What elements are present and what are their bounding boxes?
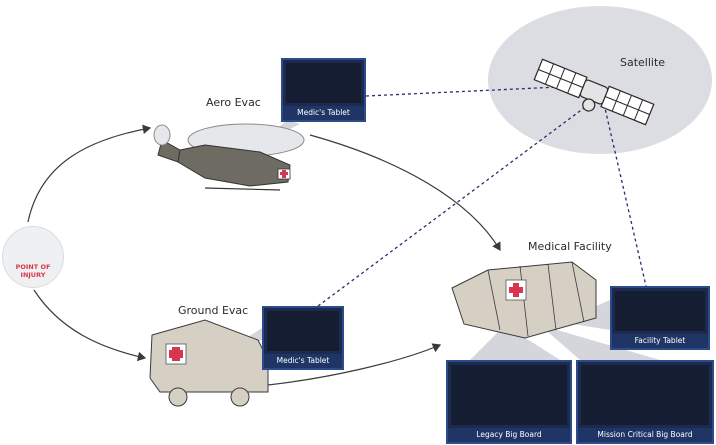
arrow-poi-to-aero xyxy=(27,124,152,223)
aero-evac-label: Aero Evac xyxy=(206,96,261,109)
arrow-poi-to-ground xyxy=(33,289,147,362)
legacy-big-board-caption: Legacy Big Board xyxy=(448,428,570,442)
facility-tablet: Facility Tablet xyxy=(610,286,710,350)
tent-icon xyxy=(451,261,597,339)
point-of-injury-node: POINT OF INJURY xyxy=(2,226,64,288)
aero-medic-tablet-caption: Medic's Tablet xyxy=(283,106,364,120)
ground-medic-tablet: Medic's Tablet xyxy=(262,306,344,370)
satellite-zone xyxy=(488,6,712,154)
beam-legacy xyxy=(470,325,560,360)
facility-tablet-caption: Facility Tablet xyxy=(612,334,708,348)
ambulance-icon xyxy=(149,319,269,407)
helicopter-icon xyxy=(153,123,305,191)
arrow-aero-to-facility xyxy=(309,134,501,252)
satellite-label: Satellite xyxy=(620,56,666,69)
beam-mission xyxy=(540,325,660,360)
ground-evac-label: Ground Evac xyxy=(178,304,249,317)
aero-medic-tablet: Medic's Tablet xyxy=(281,58,366,122)
medical-facility-label: Medical Facility xyxy=(528,240,612,253)
link-sat-facility xyxy=(603,103,647,287)
mission-critical-big-board-caption: Mission Critical Big Board xyxy=(578,428,712,442)
satellite-icon xyxy=(533,58,655,126)
point-of-injury-label: POINT OF INJURY xyxy=(15,263,51,279)
ground-medic-tablet-caption: Medic's Tablet xyxy=(264,354,342,368)
link-sat-ground xyxy=(317,107,585,307)
mission-critical-big-board: Mission Critical Big Board xyxy=(576,360,714,444)
legacy-big-board: Legacy Big Board xyxy=(446,360,572,444)
arrow-ground-to-facility xyxy=(267,343,442,386)
